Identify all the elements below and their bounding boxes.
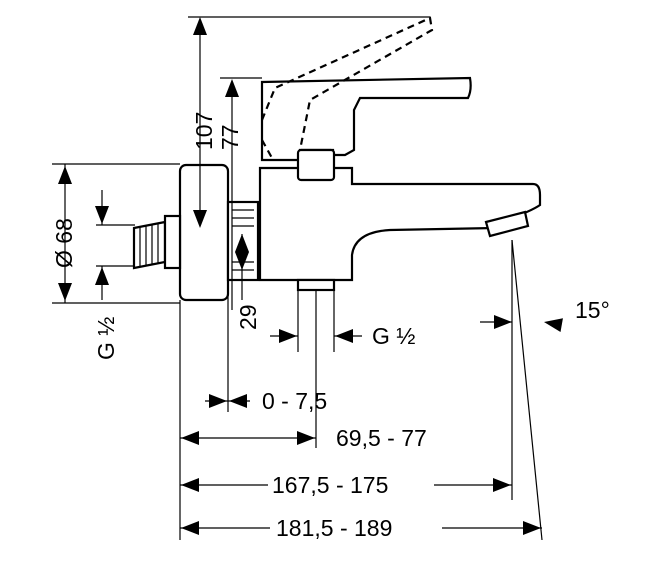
dim-projection-label: 167,5 - 175 — [272, 472, 388, 498]
dim-107-label: 107 — [191, 112, 217, 150]
dim-outlet-thread-label: G ½ — [372, 323, 415, 349]
dim-diameter-68-label: Ø 68 — [51, 218, 77, 268]
dim-angle-15: 15° — [480, 239, 610, 541]
dim-29: 29 — [235, 234, 261, 330]
dim-inlet-thread: G ½ — [93, 190, 135, 360]
dim-107: 107 — [188, 16, 430, 228]
dim-inlet-to-body: 69,5 - 77 — [179, 290, 427, 540]
dim-inlet-thread-label: G ½ — [93, 317, 119, 360]
dim-overall-length: 181,5 - 189 — [180, 515, 542, 541]
dim-overall-length-label: 181,5 - 189 — [276, 515, 392, 541]
dim-eccentric-label: 0 - 7,5 — [262, 388, 327, 414]
dim-77-label: 77 — [217, 124, 243, 150]
dim-29-label: 29 — [235, 304, 261, 330]
lever-handle-open — [260, 16, 434, 159]
dim-projection: 167,5 - 175 — [180, 472, 512, 498]
dim-77: 77 — [217, 77, 262, 310]
dim-angle-15-label: 15° — [575, 297, 610, 323]
lever-handle — [260, 76, 472, 182]
inlet-connector — [132, 214, 182, 270]
dim-inlet-to-body-label: 69,5 - 77 — [336, 425, 427, 451]
mixer-body — [258, 166, 542, 292]
dim-diameter-68: Ø 68 — [51, 163, 180, 304]
wall-rosette — [178, 163, 230, 302]
dim-outlet-thread: G ½ — [270, 290, 415, 352]
